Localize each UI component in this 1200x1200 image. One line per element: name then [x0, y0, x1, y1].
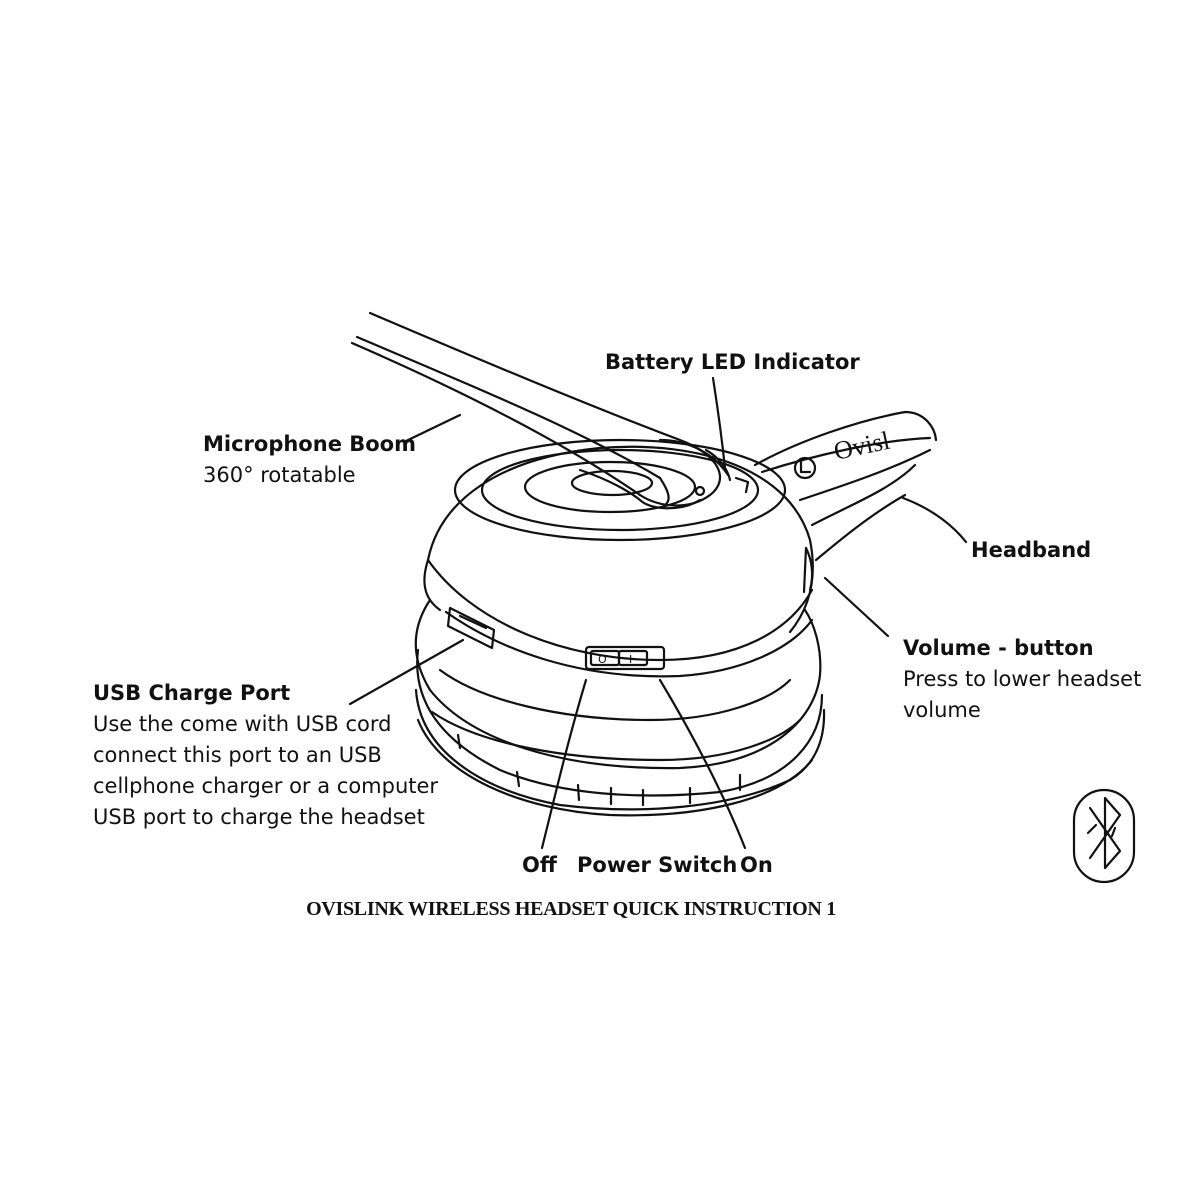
headband-label: Headband	[971, 535, 1091, 566]
volume-button-label: Volume - button Press to lower headset v…	[903, 633, 1141, 726]
volume-button-desc-line: Press to lower headset	[903, 667, 1142, 691]
switch-off-mark: O	[598, 653, 607, 666]
headband-leader	[901, 496, 968, 544]
microphone-boom-desc: 360° rotatable	[203, 463, 356, 487]
on-leader	[658, 678, 747, 850]
power-on-label: On	[740, 853, 773, 877]
usb-port-desc-line: cellphone charger or a computer	[93, 774, 439, 798]
volume-button-title: Volume - button	[903, 636, 1094, 660]
bluetooth-icon	[1072, 788, 1136, 884]
footer-title: OVISLINK WIRELESS HEADSET QUICK INSTRUCT…	[306, 898, 836, 920]
usb-port	[446, 606, 496, 650]
headband	[753, 410, 938, 562]
volume-button-desc-line: volume	[903, 698, 981, 722]
microphone-boom-label: Microphone Boom 360° rotatable	[203, 429, 416, 491]
microphone-boom-title: Microphone Boom	[203, 432, 416, 456]
microphone-boom	[350, 311, 750, 510]
ear-cup	[414, 438, 826, 817]
mic-leader	[404, 413, 462, 443]
usb-leader	[348, 638, 465, 706]
power-switch-label: Power Switch	[577, 853, 738, 877]
headband-print: Ovisl	[831, 426, 892, 466]
usb-port-desc-line: Use the come with USB cord	[93, 712, 392, 736]
battery-led-title: Battery LED Indicator	[605, 350, 860, 374]
battery-leader	[711, 376, 727, 470]
power-switch	[584, 645, 666, 671]
usb-port-desc-line: connect this port to an USB	[93, 743, 382, 767]
battery-led-label: Battery LED Indicator	[605, 347, 860, 378]
usb-port-desc-line: USB port to charge the headset	[93, 805, 425, 829]
usb-port-label: USB Charge Port Use the come with USB co…	[93, 678, 438, 833]
headband-title: Headband	[971, 538, 1092, 562]
usb-port-title: USB Charge Port	[93, 681, 291, 705]
power-off-label: Off	[522, 853, 557, 877]
volume-leader	[823, 576, 890, 638]
off-leader	[540, 678, 588, 850]
switch-on-mark: I	[629, 653, 632, 666]
